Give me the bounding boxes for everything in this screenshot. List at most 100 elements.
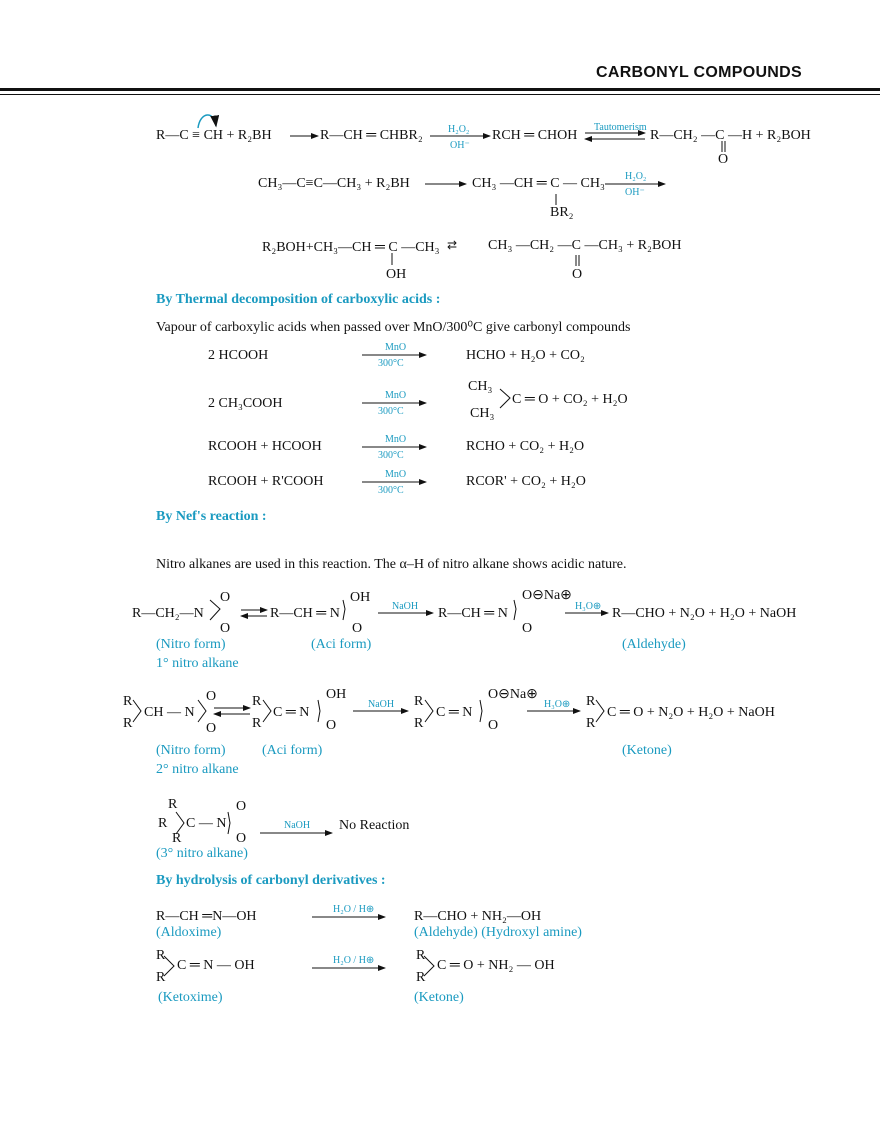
aldehyde-product: R—CHO + N₂O + H₂O + NaOH — [612, 606, 797, 621]
oxygen: O — [522, 621, 533, 636]
nitro-form: CH — N — [144, 705, 195, 720]
reagent-temp: 300°C — [378, 485, 404, 496]
reagent-mno: MnO — [385, 434, 407, 445]
header-rule — [0, 88, 880, 91]
reagent-h2o2: H₂O₂ — [448, 124, 470, 135]
r-group: R — [586, 694, 596, 709]
r-group: R — [158, 816, 168, 831]
reagent-hydrolysis: H₂O / H⊕ — [333, 904, 375, 915]
equilibrium-arrow-icon: ⇄ — [447, 238, 458, 252]
label-aldoxime: (Aldoxime) — [156, 925, 222, 940]
hydroboration-intermediate-1: R—CH ═ CHBR₂ — [320, 128, 423, 143]
ketone-product: C ═ O + NH₂ — OH — [437, 958, 555, 973]
ketoxime: C ═ N — OH — [177, 958, 255, 973]
reagent-oh: OH⁻ — [625, 187, 645, 198]
thermal-product: RCOR' + CO₂ + H₂O — [466, 474, 586, 489]
reagent-temp: 300°C — [378, 450, 404, 461]
r-group: R — [168, 797, 178, 812]
thermal-product: RCHO + CO₂ + H₂O — [466, 439, 585, 454]
carbonyl-oxygen: O — [718, 152, 729, 167]
aci-salt: C ═ N — [436, 705, 473, 720]
section-heading-hydrolysis: By hydrolysis of carbonyl derivatives : — [156, 873, 386, 888]
label-ketone: (Ketone) — [414, 990, 464, 1005]
reagent-temp: 300°C — [378, 406, 404, 417]
sodium-salt: O⊖Na⊕ — [488, 687, 538, 702]
oxygen: O — [352, 621, 363, 636]
thermal-reactant: 2 HCOOH — [208, 348, 269, 363]
reagent-mno: MnO — [385, 469, 407, 480]
reagent-naoh: NaOH — [368, 699, 395, 710]
reagent-mno: MnO — [385, 390, 407, 401]
no-reaction: No Reaction — [339, 818, 410, 833]
thermal-intro: Vapour of carboxylic acids when passed o… — [156, 320, 631, 335]
page-title: CARBONYL COMPOUNDS — [595, 64, 802, 81]
hydroboration-reactant-2: CH₃—C≡C—CH₃ + R₂BH — [258, 176, 410, 191]
thermal-reactant: RCOOH + HCOOH — [208, 439, 322, 454]
label-3-nitro-alkane: (3° nitro alkane) — [156, 846, 248, 861]
br2-group: BR₂ — [550, 205, 574, 220]
oxygen: O — [206, 721, 217, 736]
r-group: R — [416, 948, 426, 963]
aldehyde-product: R—CH₂ —C —H + R₂BOH — [650, 128, 811, 143]
oxygen: O — [488, 718, 499, 733]
r-group: R — [156, 970, 166, 985]
aldehyde-product: R—CHO + NH₂—OH — [414, 909, 542, 924]
aci-salt: R—CH ═ N — [438, 606, 508, 621]
hydroboration-reactant-1: R—C ≡ CH + R₂BH — [156, 128, 272, 143]
sodium-salt: O⊖Na⊕ — [522, 588, 572, 603]
r-group: R — [586, 716, 596, 731]
r-group: R — [172, 831, 182, 846]
reagent-h3o: H₃O⊕ — [575, 601, 602, 612]
r-group: R — [414, 716, 424, 731]
label-aci-form: (Aci form) — [262, 743, 323, 758]
thermal-product: HCHO + H₂O + CO₂ — [466, 348, 585, 363]
r-group: R — [252, 694, 262, 709]
label-aldehyde: (Aldehyde) — [622, 637, 686, 652]
reagent-mno: MnO — [385, 342, 407, 353]
tautomerism-label: Tautomerism — [594, 122, 647, 133]
oxygen: O — [220, 590, 231, 605]
label-nitro-form: (Nitro form) — [156, 743, 226, 758]
enol-product: RCH ═ CHOH — [492, 128, 578, 143]
r-group: R — [123, 694, 133, 709]
label-1-nitro-alkane: 1° nitro alkane — [156, 656, 239, 671]
thermal-reactant: 2 CH₃COOH — [208, 396, 283, 411]
oxygen: O — [206, 689, 217, 704]
label-aci-form: (Aci form) — [311, 637, 372, 652]
carbonyl-oxygen: O — [572, 267, 583, 282]
oxygen: O — [326, 718, 337, 733]
nitro-form: R—CH₂—N — [132, 606, 204, 621]
label-ketone: (Ketone) — [622, 743, 672, 758]
ketone-product: C ═ O + N₂O + H₂O + NaOH — [607, 705, 775, 720]
section-heading-thermal: By Thermal decomposition of carboxylic a… — [156, 292, 441, 307]
reagent-hydrolysis: H₂O / H⊕ — [333, 955, 375, 966]
reagent-naoh: NaOH — [284, 820, 311, 831]
r-group: R — [416, 970, 426, 985]
aci-form: R—CH ═ N — [270, 606, 340, 621]
oxygen: O — [236, 831, 247, 846]
methyl-group: CH₃ — [470, 406, 495, 421]
header-rule-thin — [0, 94, 880, 95]
label-ketoxime: (Ketoxime) — [158, 990, 223, 1005]
nef-intro: Nitro alkanes are used in this reaction.… — [156, 557, 627, 572]
r-group: R — [252, 716, 262, 731]
reagent-oh: OH⁻ — [450, 140, 470, 151]
hydroboration-intermediate-2: CH₃ —CH ═ C — CH₃ — [472, 176, 605, 191]
reagent-temp: 300°C — [378, 358, 404, 369]
r-group: R — [156, 948, 166, 963]
enol-reactant: R₂BOH+CH₃—CH ═ C —CH₃ — [262, 240, 440, 255]
aci-form: C ═ N — [273, 705, 310, 720]
tertiary-nitro: C — N — [186, 816, 227, 831]
hydroxyl: OH — [350, 590, 371, 605]
label-aldehyde-hydroxylamine: (Aldehyde) (Hydroxyl amine) — [414, 925, 582, 940]
reagent-h2o2: H₂O₂ — [625, 171, 647, 182]
oxygen: O — [236, 799, 247, 814]
reagent-naoh: NaOH — [392, 601, 419, 612]
methyl-group: CH₃ — [468, 379, 493, 394]
oxygen: O — [220, 621, 231, 636]
r-group: R — [414, 694, 424, 709]
label-nitro-form: (Nitro form) — [156, 637, 226, 652]
thermal-product: C ═ O + CO₂ + H₂O — [512, 392, 628, 407]
thermal-reactant: RCOOH + R'COOH — [208, 474, 324, 489]
r-group: R — [123, 716, 133, 731]
